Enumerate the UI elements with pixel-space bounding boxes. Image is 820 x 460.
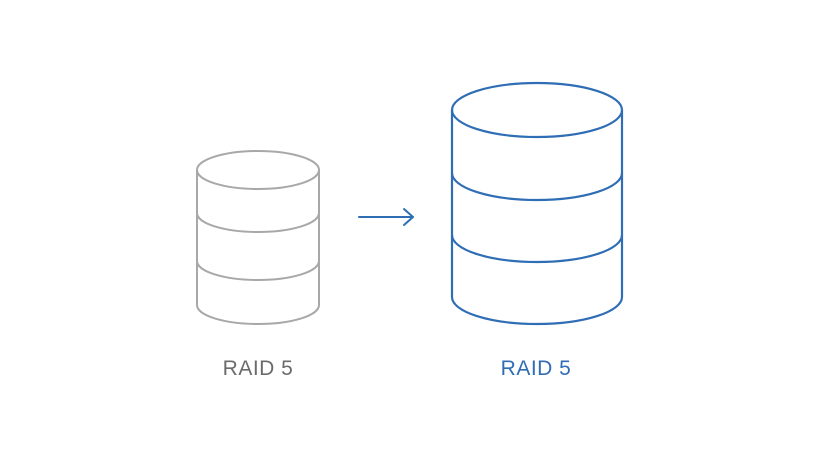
target-disk-divider-1	[450, 172, 624, 202]
target-raid-label: RAID 5	[500, 357, 572, 380]
target-cylinder-body	[450, 110, 624, 326]
source-raid-label: RAID 5	[222, 357, 294, 380]
source-cylinder-body	[196, 170, 320, 325]
source-disk-divider-1	[196, 212, 320, 233]
arrow-right-icon	[358, 208, 414, 226]
source-database-icon	[196, 150, 320, 325]
target-disk-divider-2	[450, 234, 624, 264]
target-cylinder-top	[450, 81, 624, 139]
source-cylinder-top	[196, 150, 320, 190]
target-database-icon	[450, 81, 624, 326]
source-disk-divider-2	[196, 260, 320, 281]
